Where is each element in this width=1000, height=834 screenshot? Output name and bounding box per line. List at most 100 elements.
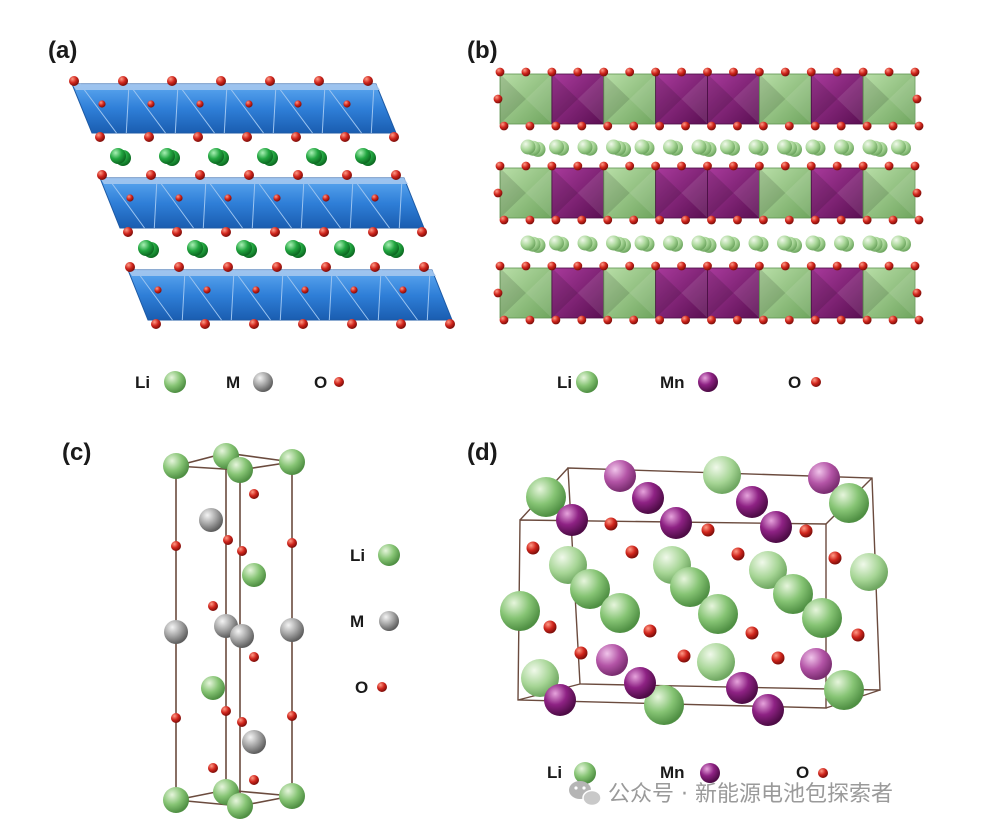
li-octahedron xyxy=(499,267,553,319)
oxygen-atom xyxy=(836,121,846,131)
octahedral-layer xyxy=(69,76,399,142)
octahedron-face xyxy=(629,168,656,218)
octahedron-face xyxy=(733,268,760,318)
oxygen-atom xyxy=(851,628,865,642)
octahedron-face xyxy=(681,168,708,218)
oxygen-atom xyxy=(836,315,846,325)
octahedron-face xyxy=(525,168,552,218)
lithium-atom xyxy=(355,148,371,164)
lithium-atom xyxy=(634,139,650,155)
oxygen-atom xyxy=(754,161,764,171)
oxygen-atom xyxy=(780,161,790,171)
oxygen-atom xyxy=(493,94,503,104)
oxygen-atom xyxy=(577,121,587,131)
octahedron-face xyxy=(707,268,734,318)
oxygen-atom xyxy=(196,100,204,108)
lithium-atom xyxy=(549,235,564,251)
oxygen-atom xyxy=(287,711,297,721)
lithium-atom xyxy=(163,453,189,479)
octahedron-face xyxy=(603,74,630,124)
oxygen-atom xyxy=(223,535,233,545)
oxygen-atom xyxy=(525,215,535,225)
lithium-atom-stack xyxy=(663,139,683,156)
oxygen-atom xyxy=(603,215,613,225)
octahedron-edge xyxy=(223,83,228,134)
oxygen-atom xyxy=(625,545,639,559)
oxygen-atom xyxy=(547,67,557,77)
lithium-atom-pair xyxy=(236,240,257,258)
panel-a-layered-structure xyxy=(69,76,455,329)
oxygen-atom xyxy=(249,775,259,785)
mn-octahedron xyxy=(707,167,760,219)
oxygen-atom xyxy=(784,215,794,225)
octahedron-edge xyxy=(135,269,173,321)
manganese-atom xyxy=(752,694,784,726)
oxygen-atom xyxy=(910,261,920,271)
oxygen-atom xyxy=(499,121,509,131)
octahedron-face xyxy=(863,168,890,218)
oxygen-atom xyxy=(703,67,712,77)
lithium-atom xyxy=(163,787,189,813)
oxygen-atom xyxy=(399,286,407,294)
oxygen-atom xyxy=(784,121,794,131)
oxygen-atom xyxy=(272,262,282,272)
oxygen-atom xyxy=(445,319,455,329)
oxygen-atom xyxy=(147,100,155,108)
oxygen-atom xyxy=(340,132,350,142)
octahedron-edge xyxy=(226,83,264,134)
octahedron-edge xyxy=(272,83,277,134)
octahedron-face xyxy=(629,74,656,124)
lithium-atom xyxy=(720,139,735,155)
octahedron-face xyxy=(811,74,838,124)
octahedron-face xyxy=(837,168,864,218)
lithium-atom-stack xyxy=(663,235,683,252)
oxygen-atom xyxy=(758,215,768,225)
lithium-atom xyxy=(500,591,540,631)
oxygen-atom xyxy=(858,261,868,271)
legend-b-mn-sphere xyxy=(698,372,718,392)
lithium-atom-pair xyxy=(208,148,229,166)
oxygen-atom xyxy=(780,261,790,271)
octahedron-edge xyxy=(303,177,341,229)
octahedron-face xyxy=(681,268,708,318)
oxygen-atom xyxy=(221,227,231,237)
lithium-atom-pair xyxy=(187,240,208,258)
lithium-atom xyxy=(634,235,650,251)
transition-metal-atom xyxy=(230,624,254,648)
panel-c-label: (c) xyxy=(62,439,91,466)
lithium-atom xyxy=(862,139,878,155)
octahedron-face xyxy=(551,74,578,124)
oxygen-atom xyxy=(174,262,184,272)
oxygen-atom xyxy=(910,161,920,171)
oxygen-atom xyxy=(193,132,203,142)
oxygen-atom xyxy=(175,194,183,202)
oxygen-atom xyxy=(172,227,182,237)
oxygen-atom xyxy=(784,315,794,325)
octahedron-edge xyxy=(233,269,271,321)
mn-octahedron xyxy=(551,73,605,125)
octahedron-face xyxy=(733,168,760,218)
oxygen-atom xyxy=(832,261,842,271)
legend-panel-b: Li Mn O xyxy=(557,371,821,393)
lithium-atom xyxy=(334,240,350,256)
lithium-atom-stack xyxy=(549,139,569,156)
oxygen-atom xyxy=(118,76,128,86)
lithium-atom-stack xyxy=(891,235,911,252)
oxygen-atom xyxy=(745,626,759,640)
octahedron-face xyxy=(500,74,526,124)
oxygen-atom xyxy=(731,547,745,561)
octahedron-edge xyxy=(279,269,284,321)
transition-metal-layer xyxy=(493,161,924,225)
lithium-atom xyxy=(824,670,864,710)
octahedron-edge xyxy=(349,177,354,229)
octahedron-face xyxy=(655,74,682,124)
manganese-atom xyxy=(604,460,636,492)
oxygen-atom xyxy=(707,315,716,325)
oxygen-atom xyxy=(526,541,540,555)
octahedron-face xyxy=(577,268,604,318)
lithium-atom xyxy=(279,783,305,809)
oxygen-atom xyxy=(655,315,665,325)
octahedron-face xyxy=(603,268,630,318)
oxygen-atom xyxy=(270,227,280,237)
octahedron-face xyxy=(707,168,734,218)
